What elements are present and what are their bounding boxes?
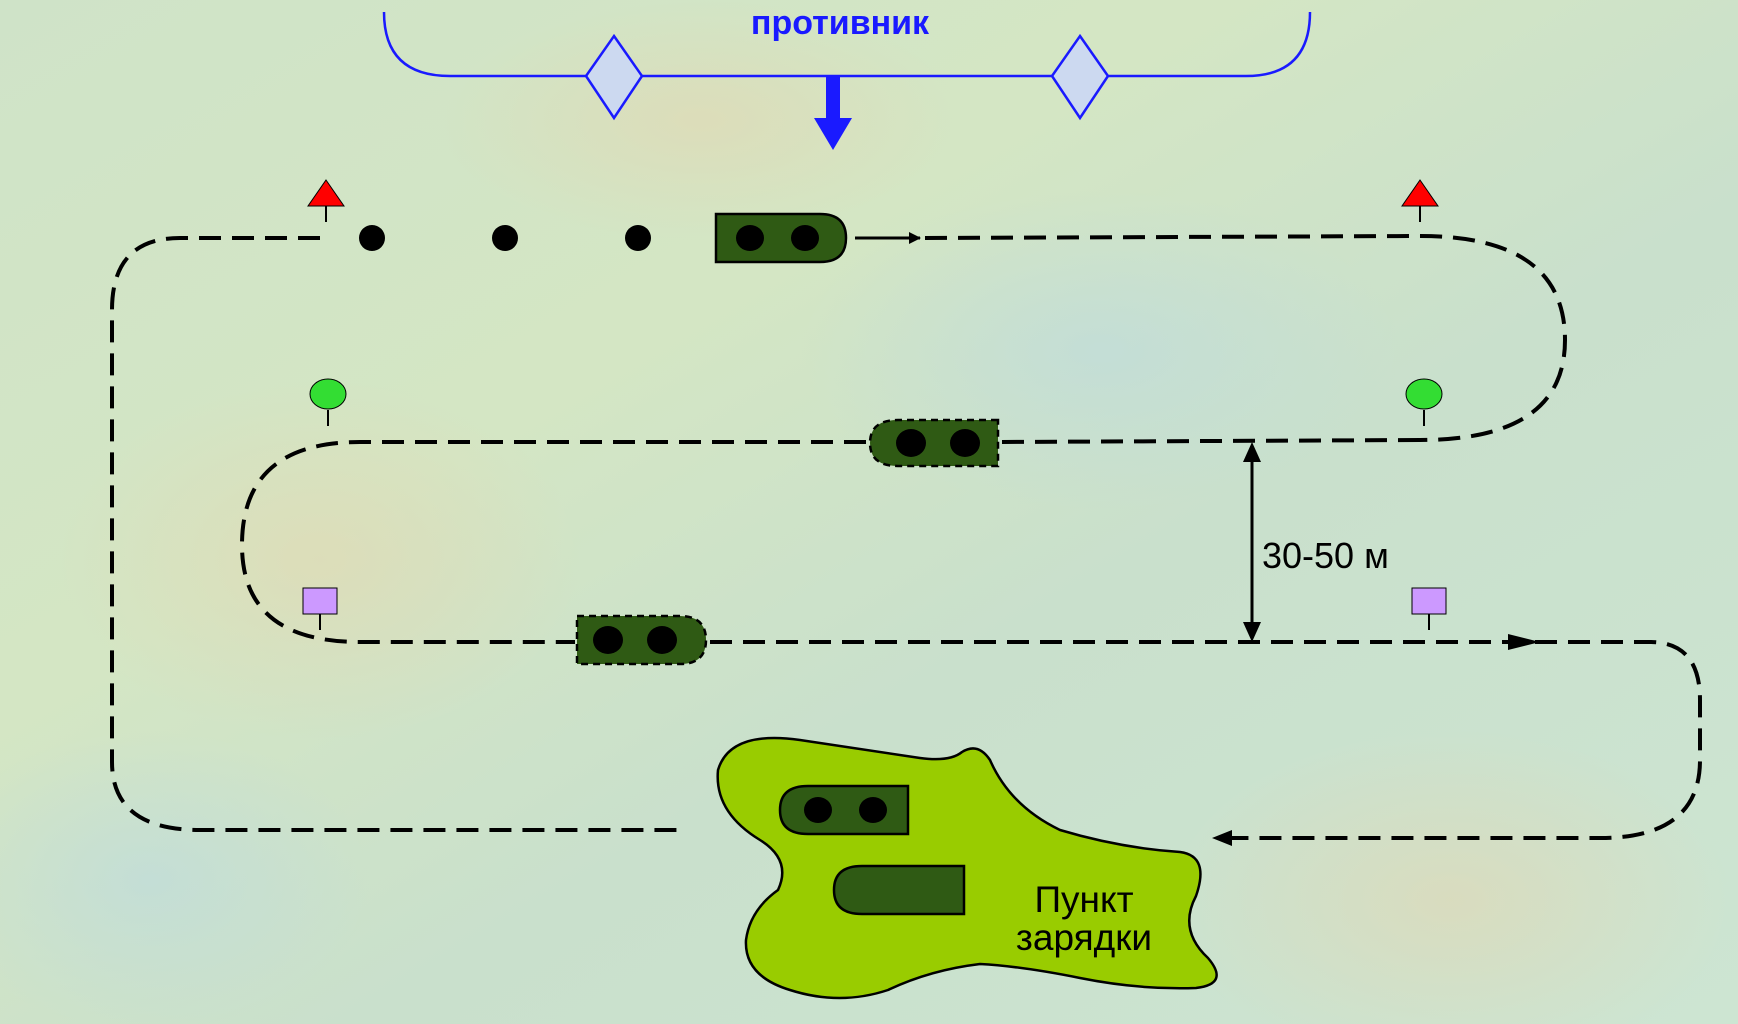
route-right-return <box>1230 640 1702 840</box>
round-flag-icon <box>309 378 347 410</box>
green-marker-left <box>309 378 347 426</box>
enemy-diamond-icon <box>1050 33 1110 121</box>
charging-point-label-line1: Пункт <box>1034 879 1133 920</box>
distance-label: 30-50 м <box>1262 535 1389 576</box>
square-flag-icon <box>1411 587 1447 615</box>
charging-point-zone: Пункт зарядки <box>716 736 1218 1000</box>
route-point <box>625 225 651 251</box>
green-marker-right <box>1405 378 1443 426</box>
route-point <box>492 225 518 251</box>
tracked-vehicle-icon <box>714 212 848 264</box>
red-marker-right <box>1401 179 1439 222</box>
route-middle-lane-left <box>239 440 866 644</box>
enemy-diamond-icon <box>584 33 644 121</box>
background-spot <box>60 380 580 740</box>
arrow-down-icon <box>1243 622 1261 642</box>
red-marker-left <box>307 179 345 222</box>
route-top-lane-left <box>110 236 685 832</box>
route-middle-lane <box>999 438 1421 444</box>
background-spot <box>1170 730 1730 1024</box>
movement-route <box>110 232 1702 846</box>
round-flag-icon <box>1405 378 1443 410</box>
violet-marker-left <box>302 587 338 630</box>
route-points <box>359 225 651 251</box>
route-point <box>359 225 385 251</box>
vehicle-top <box>714 212 848 264</box>
charging-station-icon <box>832 864 966 916</box>
square-flag-icon <box>302 587 338 615</box>
enemy-front-line: противник <box>382 4 1312 150</box>
distance-indicator: 30-50 м <box>1243 442 1389 642</box>
charging-station <box>832 864 966 916</box>
charging-point-label-line2: зарядки <box>1016 917 1152 958</box>
tracked-vehicle-icon <box>778 784 910 836</box>
triangle-flag-icon <box>1401 179 1439 207</box>
route-arrow-icon <box>1508 634 1540 650</box>
route-arrow-icon <box>1212 830 1232 846</box>
vehicle-middle <box>868 418 1000 468</box>
vehicle-lower <box>575 614 708 666</box>
violet-marker-right <box>1411 587 1447 630</box>
parked-vehicle <box>778 784 910 836</box>
route-top-lane-right <box>924 233 1568 442</box>
background-spot <box>0 730 370 1024</box>
enemy-direction-arrow-icon <box>814 76 852 150</box>
background-spot <box>440 0 960 240</box>
enemy-label: противник <box>751 4 930 42</box>
triangle-flag-icon <box>307 179 345 207</box>
arrow-up-icon <box>1243 442 1261 462</box>
